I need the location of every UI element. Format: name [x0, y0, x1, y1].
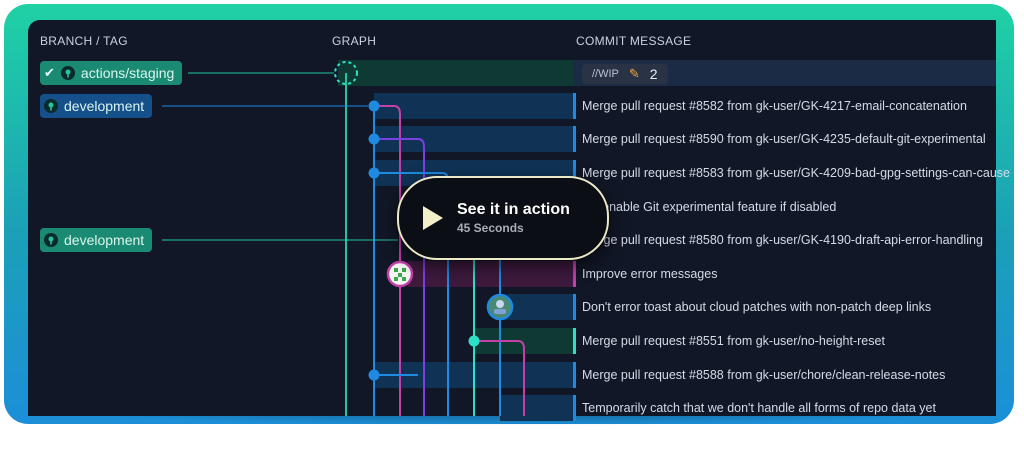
commit-message[interactable]: Temporarily catch that we don't handle a… — [582, 401, 936, 415]
row-bg-6 — [408, 261, 573, 287]
see-it-in-action-button[interactable]: See it in action 45 Seconds — [397, 176, 609, 260]
branch-icon — [44, 233, 58, 247]
pencil-icon: ✎ — [628, 66, 640, 81]
commit-bar — [573, 261, 576, 287]
wip-count: 2 — [649, 66, 658, 82]
avatar-icon-1 — [386, 260, 414, 288]
commit-bar — [573, 93, 576, 119]
branch-tag-header: BRANCH / TAG — [40, 34, 128, 48]
commit-bar — [573, 294, 576, 320]
branch-icon — [44, 99, 58, 113]
commit-message[interactable]: Merge pull request #8580 from gk-user/GK… — [582, 233, 983, 247]
commit-graph — [162, 61, 525, 416]
branch-label: actions/staging — [80, 65, 175, 81]
commit-bar — [573, 160, 576, 186]
cta-duration: 45 Seconds — [457, 221, 524, 235]
commit-message[interactable]: Merge pull request #8551 from gk-user/no… — [582, 334, 885, 348]
commit-bar — [573, 328, 576, 354]
commit-message[interactable]: Improve error messages — [582, 267, 718, 281]
branch-icon — [60, 66, 75, 80]
commit-message[interactable]: Don't error toast about cloud patches wi… — [582, 300, 932, 314]
gitkraken-graph-panel: BRANCH / TAG GRAPH COMMIT MESSAGE //WIP … — [28, 20, 1010, 421]
commit-bar — [573, 362, 576, 388]
row-bg-10 — [500, 395, 573, 421]
avatar-icon-2 — [486, 293, 514, 321]
play-icon — [423, 206, 443, 230]
branch-actions-staging[interactable]: ✔ actions/staging — [40, 61, 183, 85]
branch-label: development — [64, 98, 145, 114]
commit-bar — [573, 395, 576, 421]
branch-development[interactable]: development — [40, 94, 153, 118]
graph-header: GRAPH — [332, 34, 377, 48]
wip-row-graph-bg — [338, 60, 574, 86]
commit-message[interactable]: Merge pull request #8590 from gk-user/GK… — [582, 132, 986, 146]
commit-bar — [573, 126, 576, 152]
checkmark-icon: ✔ — [44, 65, 55, 80]
commit-message[interactable]: Re-enable Git experimental feature if di… — [582, 200, 837, 214]
row-bg-1 — [374, 93, 573, 119]
cta-title: See it in action — [457, 201, 570, 218]
commit-message[interactable]: Merge pull request #8582 from gk-user/GK… — [582, 99, 967, 113]
commit-message[interactable]: Merge pull request #8588 from gk-user/ch… — [582, 368, 946, 382]
commit-message[interactable]: Merge pull request #8583 from gk-user/GK… — [582, 166, 1011, 180]
branch-label: development — [64, 232, 145, 248]
wip-indicator[interactable]: //WIP ✎ 2 — [582, 64, 668, 84]
commit-message-header: COMMIT MESSAGE — [576, 34, 692, 48]
branch-development-remote[interactable]: development — [40, 228, 153, 252]
wip-label: //WIP — [592, 68, 619, 80]
